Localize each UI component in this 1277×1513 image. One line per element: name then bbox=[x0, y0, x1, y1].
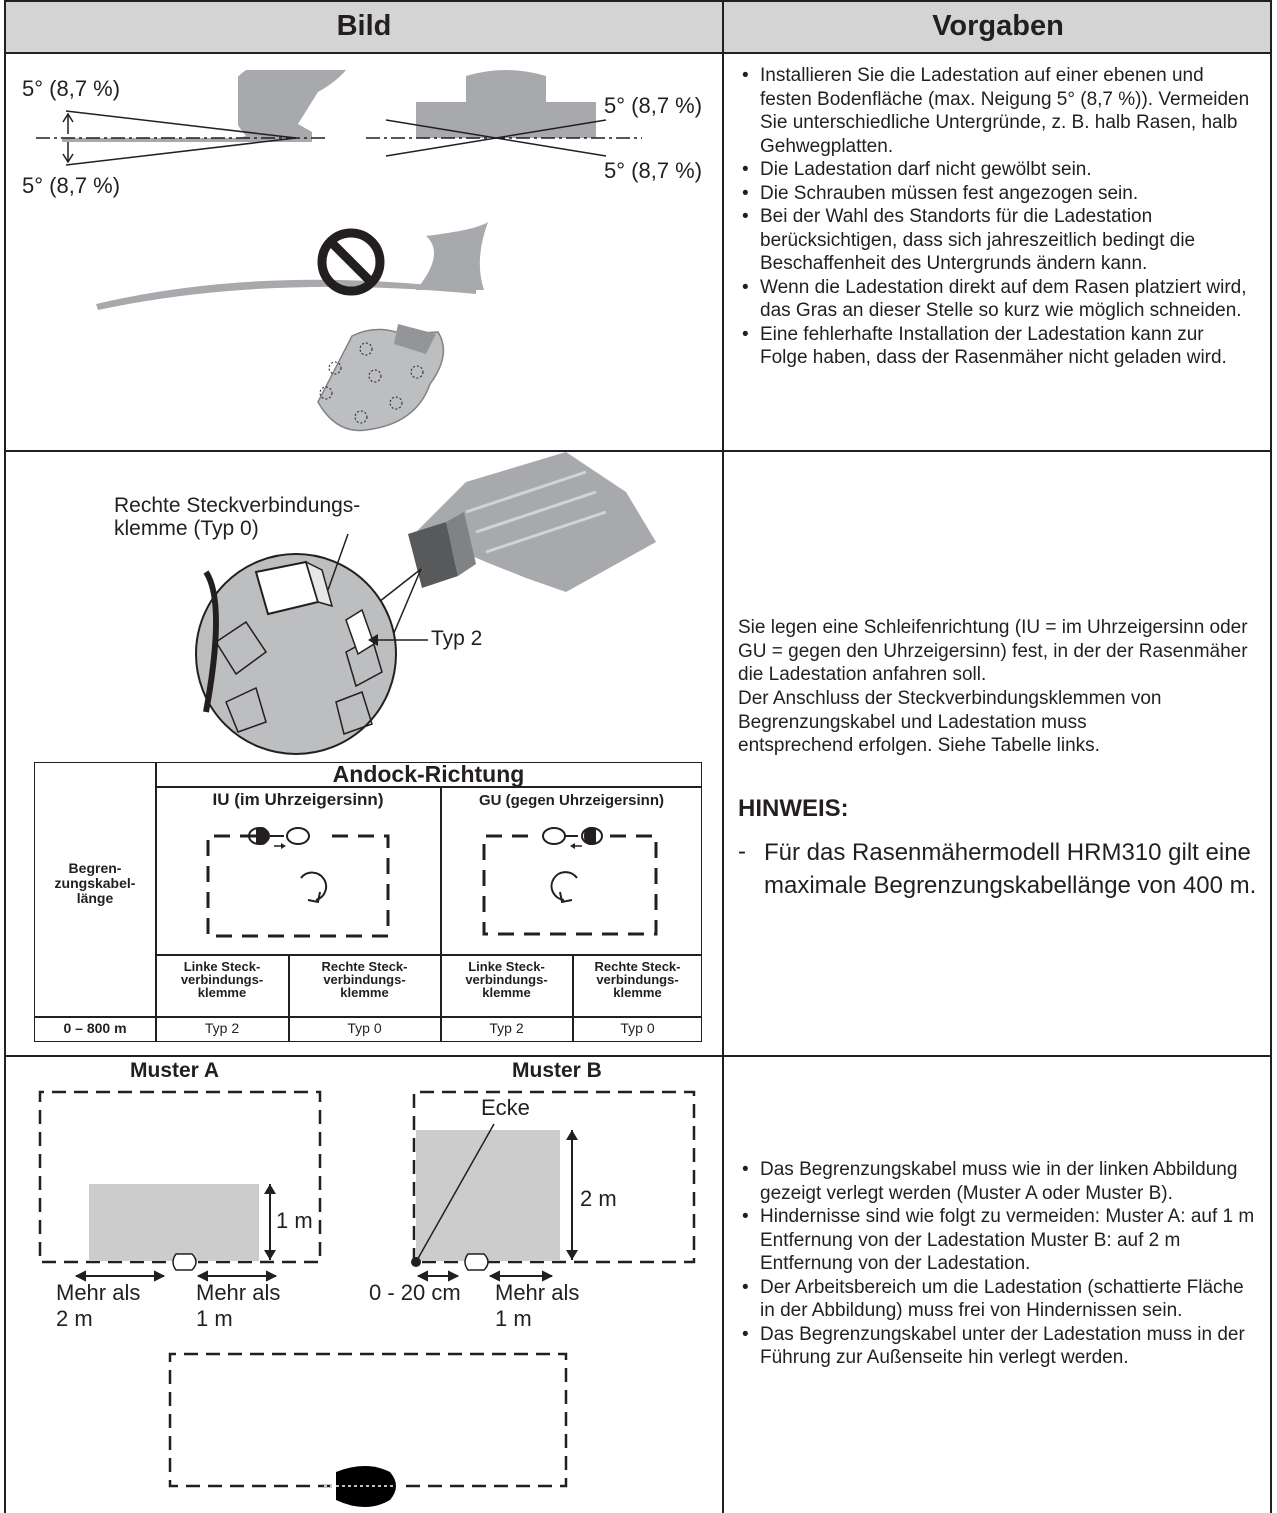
a-right-label-2: 1 m bbox=[196, 1306, 233, 1331]
row3-bullets: Das Begrenzungskabel muss wie in der lin… bbox=[736, 1158, 1256, 1370]
border-top bbox=[5, 0, 1272, 2]
muster-b-icon bbox=[411, 1090, 696, 1282]
andock-table bbox=[34, 762, 702, 1042]
station-3d-icon bbox=[408, 452, 656, 592]
table-cell: Typ 0 bbox=[347, 1020, 382, 1036]
row-header-2: zungskabel- bbox=[54, 875, 136, 891]
slope-diagram bbox=[36, 70, 642, 432]
table-vline-3 bbox=[288, 954, 290, 1042]
header-vorgaben: Vorgaben bbox=[724, 0, 1272, 52]
header-bild: Bild bbox=[5, 0, 723, 52]
angle-label-left-top: 5° (8,7 %) bbox=[22, 76, 121, 101]
table-hline-2 bbox=[155, 954, 702, 956]
station-front-icon bbox=[416, 70, 596, 138]
table-vline-2 bbox=[440, 786, 442, 1042]
label-2m: 2 m bbox=[580, 1186, 617, 1211]
muster-a-title: Muster A bbox=[130, 1059, 220, 1082]
right-clamp-label-2: klemme (Typ 0) bbox=[114, 517, 259, 540]
sub-left-iu-1: Linke Steck- bbox=[183, 959, 261, 974]
sub-right-gu-2: verbindungs- bbox=[596, 972, 679, 987]
curved-base-icon bbox=[96, 222, 488, 310]
list-item: Die Schrauben müssen fest angezogen sein… bbox=[736, 182, 1256, 206]
typ2-label: Typ 2 bbox=[431, 627, 483, 650]
label-1m: 1 m bbox=[276, 1208, 313, 1233]
connector-diagram bbox=[195, 452, 656, 755]
note-title: HINWEIS: bbox=[738, 795, 849, 822]
sub-left-gu-2: verbindungs- bbox=[465, 972, 548, 987]
sub-right-iu-1: Rechte Steck- bbox=[321, 959, 408, 974]
list-item: Eine fehlerhafte Installation der Ladest… bbox=[736, 323, 1256, 370]
sub-right-iu-3: klemme bbox=[340, 985, 389, 1000]
list-item: Das Begrenzungskabel muss wie in der lin… bbox=[736, 1158, 1256, 1205]
list-item: Hindernisse sind wie folgt zu vermeiden:… bbox=[736, 1205, 1256, 1276]
row2-text-1: Sie legen eine Schleifenrichtung (IU = i… bbox=[738, 617, 1248, 685]
rule-header bbox=[5, 52, 1272, 54]
list-item: Die Ladestation darf nicht gewölbt sein. bbox=[736, 158, 1256, 182]
loop-directions bbox=[206, 827, 658, 938]
note-text: Für das Rasenmähermodell HRM310 gilt ein… bbox=[764, 839, 1257, 899]
border-left bbox=[4, 0, 6, 1513]
table-vline-4 bbox=[572, 954, 574, 1042]
b-left-label: 0 - 20 cm bbox=[369, 1280, 461, 1305]
row2-text-2: Der Anschluss der Steckverbindungsklemme… bbox=[738, 688, 1162, 756]
prohibited-icon bbox=[317, 228, 385, 296]
magnified-terminal-icon bbox=[195, 553, 397, 755]
sub-left-gu-3: klemme bbox=[482, 985, 531, 1000]
rule-row1 bbox=[5, 450, 1272, 452]
bottom-loop-icon bbox=[168, 1352, 568, 1507]
sub-right-gu-1: Rechte Steck- bbox=[594, 959, 681, 974]
angle-label-right-bottom: 5° (8,7 %) bbox=[604, 158, 703, 183]
border-right bbox=[1270, 0, 1272, 1513]
note-dash: - bbox=[738, 838, 746, 865]
angle-label-right-top: 5° (8,7 %) bbox=[604, 93, 703, 118]
sub-right-iu-2: verbindungs- bbox=[323, 972, 406, 987]
right-clamp-label-1: Rechte Steckverbindungs- bbox=[114, 494, 361, 517]
table-vline-1 bbox=[155, 762, 157, 1042]
row-header-1: Begren- bbox=[68, 860, 122, 876]
a-left-label-2: 2 m bbox=[56, 1306, 93, 1331]
list-item: Das Begrenzungskabel unter der Ladestati… bbox=[736, 1323, 1256, 1370]
table-cell: Typ 2 bbox=[489, 1020, 524, 1036]
header-bild-label: Bild bbox=[336, 9, 392, 42]
table-col-iu: IU (im Uhrzeigersinn) bbox=[212, 790, 384, 809]
table-row-label: 0 – 800 m bbox=[63, 1020, 127, 1036]
b-right-label-2: 1 m bbox=[495, 1306, 532, 1331]
list-item: Der Arbeitsbereich um die Ladestation (s… bbox=[736, 1276, 1256, 1323]
table-col-gu: GU (gegen Uhrzeigersinn) bbox=[478, 792, 665, 809]
station-side-left-icon bbox=[62, 70, 346, 142]
iu-loop-icon bbox=[206, 827, 390, 938]
gu-loop-icon bbox=[482, 827, 658, 936]
list-item: Wenn die Ladestation direkt auf dem Rase… bbox=[736, 276, 1256, 323]
sub-right-gu-3: klemme bbox=[613, 985, 662, 1000]
muster-diagram bbox=[38, 1090, 696, 1507]
table-cell: Typ 0 bbox=[620, 1020, 655, 1036]
muster-a-icon bbox=[38, 1090, 322, 1282]
b-right-label-1: Mehr als bbox=[495, 1280, 580, 1305]
border-middle bbox=[722, 0, 724, 1513]
station-top-view-icon bbox=[317, 324, 445, 432]
table-cell: Typ 2 bbox=[204, 1020, 240, 1036]
rule-row2 bbox=[5, 1055, 1272, 1057]
header-vorgaben-label: Vorgaben bbox=[932, 9, 1064, 42]
list-item: Bei der Wahl des Standorts für die Lades… bbox=[736, 205, 1256, 276]
row1-bullets: Installieren Sie die Ladestation auf ein… bbox=[736, 64, 1256, 370]
a-right-label-1: Mehr als bbox=[196, 1280, 281, 1305]
table-hline-1 bbox=[155, 786, 702, 788]
sub-left-gu-1: Linke Steck- bbox=[468, 959, 545, 974]
a-left-label-1: Mehr als bbox=[56, 1280, 141, 1305]
sub-left-iu-2: verbindungs- bbox=[180, 972, 264, 987]
muster-b-title: Muster B bbox=[512, 1059, 602, 1082]
sub-left-iu-3: klemme bbox=[197, 985, 247, 1000]
angle-label-left-bottom: 5° (8,7 %) bbox=[22, 173, 121, 198]
row-header-3: länge bbox=[76, 890, 114, 906]
table-title: Andock-Richtung bbox=[332, 761, 525, 787]
list-item: Installieren Sie die Ladestation auf ein… bbox=[736, 64, 1256, 158]
table-hline-3 bbox=[34, 1016, 702, 1018]
ecke-label: Ecke bbox=[481, 1095, 530, 1120]
